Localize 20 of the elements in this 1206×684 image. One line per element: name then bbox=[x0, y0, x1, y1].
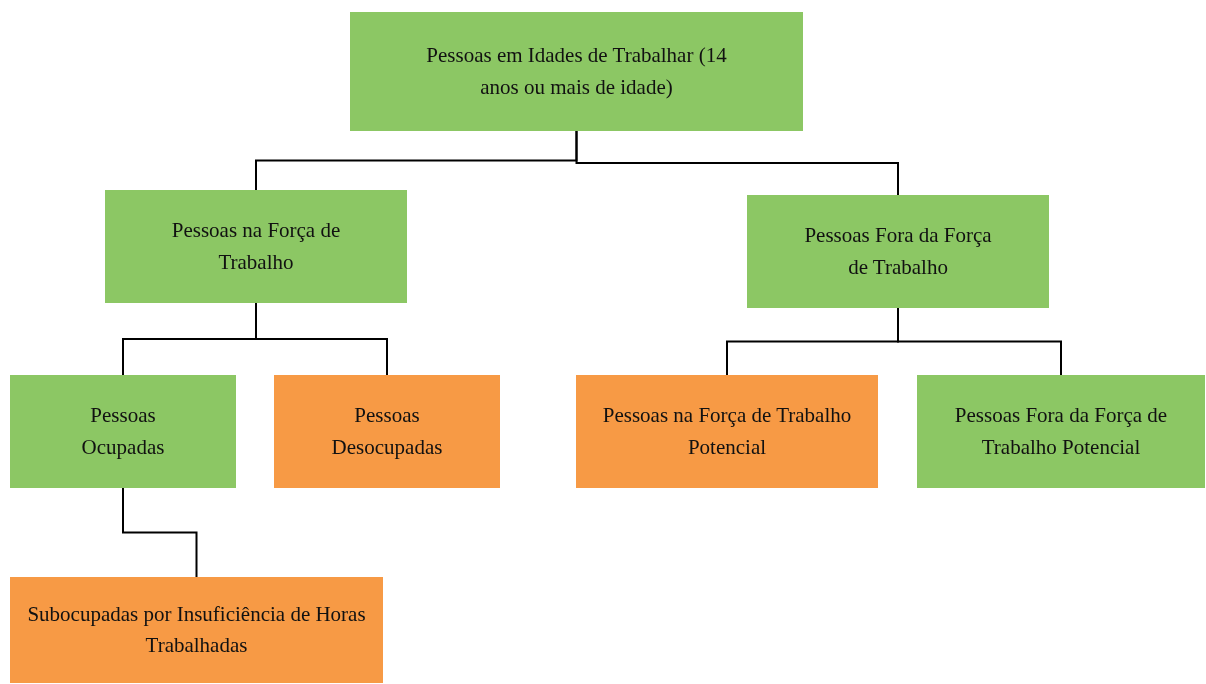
box-label: Pessoas Ocupadas bbox=[80, 402, 166, 461]
category-box bbox=[105, 190, 407, 303]
connector-line bbox=[575, 130, 899, 196]
category-box bbox=[274, 375, 500, 488]
category-box bbox=[576, 375, 878, 488]
box-label: Pessoas Fora da Força de Trabalho bbox=[803, 222, 993, 281]
box-label: Pessoas Fora da Força de Trabalho Potencial bbox=[953, 402, 1169, 461]
connector-line bbox=[122, 487, 198, 578]
connector-line bbox=[255, 302, 388, 376]
category-box bbox=[10, 375, 236, 488]
category-box bbox=[747, 195, 1049, 308]
box-label: Pessoas em Idades de Trabalhar (14 anos ou mais de idade) bbox=[425, 42, 728, 101]
box-label: Pessoas na Força de Trabalho bbox=[171, 217, 341, 276]
box-label: Pessoas na Força de Trabalho Potencial bbox=[602, 402, 852, 461]
box-label: Subocupadas por Insuficiência de Horas Trabalhadas bbox=[26, 600, 367, 659]
category-box bbox=[917, 375, 1205, 488]
category-box bbox=[350, 12, 803, 131]
category-box bbox=[10, 577, 383, 683]
box-label: Pessoas Desocupadas bbox=[330, 402, 444, 461]
connector-line bbox=[897, 307, 1062, 376]
